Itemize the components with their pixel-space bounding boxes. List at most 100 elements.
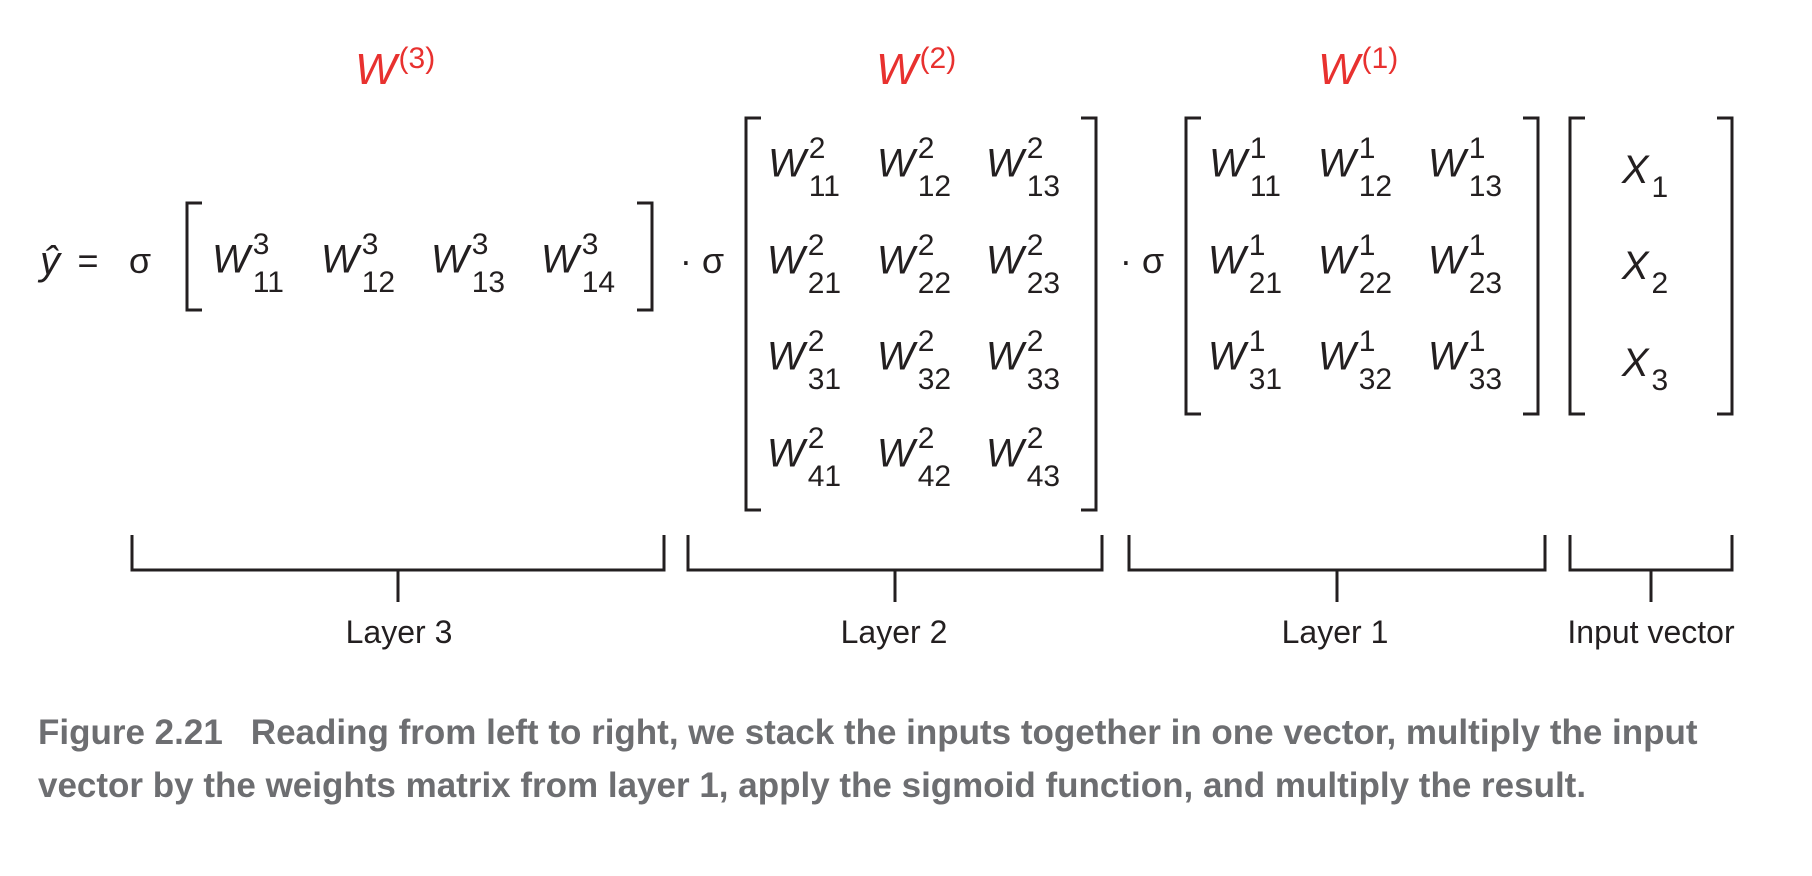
weight-symbol: W [768,141,806,186]
weight-symbol: W [985,334,1024,379]
weight-superscript: 1 [1468,229,1486,262]
weight-subscript: 12 [1358,170,1393,203]
weight-subscript: 23 [1026,267,1061,300]
weight-symbol: W [320,237,359,282]
layer2-left-bracket [744,116,761,512]
weight-subscript: 41 [807,460,842,493]
weight-superscript: 1 [1248,325,1266,358]
weight-symbol: W [876,334,915,379]
input-left-bracket [1568,116,1585,416]
weight-subscript: 13 [1468,170,1503,203]
layer2-label: Layer 2 [840,614,948,650]
weight-label-w3-base: W [355,45,397,94]
layer2-brace [686,535,1104,602]
weight-subscript: 12 [361,266,396,299]
weight-symbol: W [876,141,915,186]
weight-label-w2: W(2) [876,44,956,94]
weight-superscript: 2 [807,325,825,358]
input-index: 3 [1652,352,1669,396]
caption-text: Reading from left to right, we stack the… [38,713,1698,805]
weight-superscript: 2 [917,132,935,165]
input-subscript: 1 [1651,171,1669,205]
weight-subscript: 22 [917,267,952,300]
weight-subscript: 32 [917,363,952,396]
weight-subscript: 43 [1026,460,1061,493]
input-index: 1 [1652,159,1669,203]
weight-superscript: 1 [1358,229,1376,262]
weight-subscript: 31 [1248,363,1283,396]
weight-symbol: W [876,431,915,476]
weight-symbol: W [212,237,250,282]
weight-subscript: 33 [1468,363,1503,396]
weight-superscript: 2 [807,422,825,455]
weight-subscript: 23 [1468,267,1503,300]
weight-superscript: 2 [1026,422,1044,455]
weight-label-w3: W(3) [355,44,435,94]
weight-superscript: 2 [808,132,826,165]
weight-subscript: 13 [471,266,506,299]
weight-superscript: 3 [471,228,489,261]
layer3-left-bracket [185,201,202,312]
weight-superscript: 2 [1026,132,1044,165]
weight-subscript: 21 [807,267,842,300]
weight-symbol: W [766,334,805,379]
dot-sigma-layer2: · σ [679,240,725,281]
weight-symbol: W [430,237,469,282]
layer3-label: Layer 3 [345,614,453,650]
input-vector-label: Input vector [1567,614,1735,650]
weight-superscript: 1 [1358,325,1376,358]
weight-label-w2-base: W [876,45,918,94]
weight-subscript: 14 [581,266,616,299]
weight-symbol: W [1427,141,1466,186]
weight-superscript: 3 [361,228,379,261]
input-symbol: X [1621,148,1649,192]
weight-subscript: 21 [1248,267,1283,300]
input-subscript: 3 [1651,364,1669,398]
weight-superscript: 3 [581,228,599,261]
layer1-right-bracket [1523,116,1540,416]
weight-symbol: W [876,238,915,283]
input-index: 2 [1652,255,1669,299]
dot-sigma-layer1: · σ [1119,240,1165,281]
weight-symbol: W [1209,141,1247,186]
weight-superscript: 2 [1026,325,1044,358]
weight-superscript: 1 [1248,229,1266,262]
